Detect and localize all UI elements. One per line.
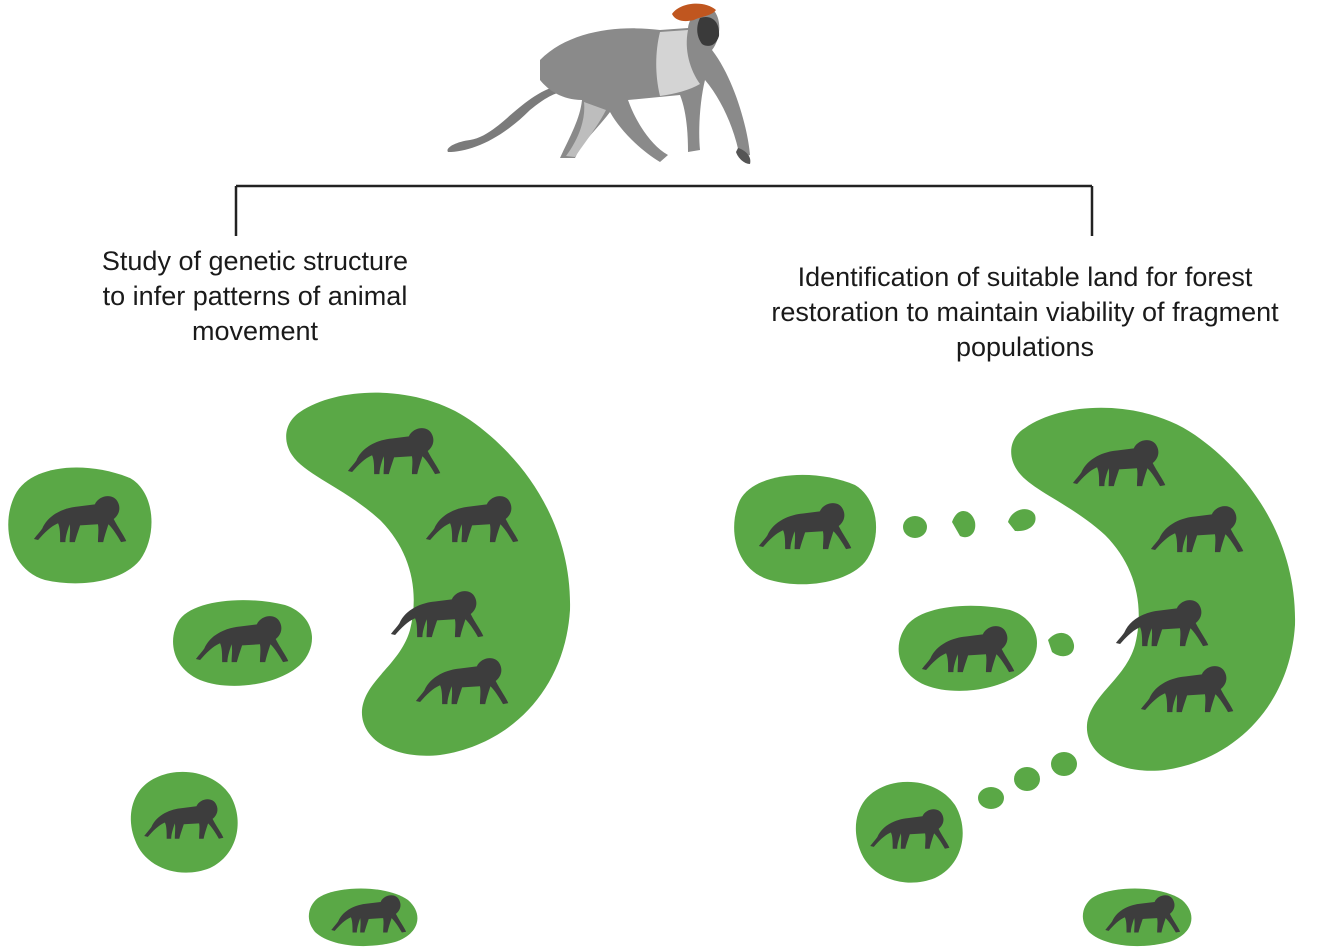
caption-line: to infer patterns of animal: [102, 281, 408, 311]
caption-forest-restoration: Identification of suitable land for fore…: [715, 260, 1333, 365]
monkey-legs-light: [566, 102, 606, 157]
stepping-stone: [1008, 509, 1036, 532]
monkey-face: [697, 16, 720, 46]
stepping-stone: [978, 787, 1004, 809]
caption-line: Study of genetic structure: [101, 246, 409, 276]
stepping-stone: [952, 511, 976, 538]
red-capped-monkey-illustration: [447, 3, 751, 164]
left-scenario-fragments: [8, 392, 571, 947]
stepping-stone: [1051, 752, 1077, 776]
caption-line: populations: [955, 332, 1095, 362]
stepping-stone: [903, 516, 927, 538]
stepping-stone: [1048, 632, 1075, 657]
monkey-belly-light: [656, 30, 700, 96]
caption-line: movement: [191, 316, 319, 346]
restoration-stepping-stones: [903, 509, 1077, 809]
caption-genetic-structure: Study of genetic structure to infer patt…: [40, 244, 470, 349]
monkey-hand: [736, 148, 751, 164]
stepping-stone: [1014, 767, 1040, 791]
right-scenario-fragments: [734, 407, 1296, 947]
monkey-crown: [672, 3, 716, 22]
caption-line: restoration to maintain viability of fra…: [771, 297, 1279, 327]
monkey-tail: [447, 85, 565, 152]
caption-line: Identification of suitable land for fore…: [797, 262, 1253, 292]
branch-bracket: [234, 184, 1094, 236]
